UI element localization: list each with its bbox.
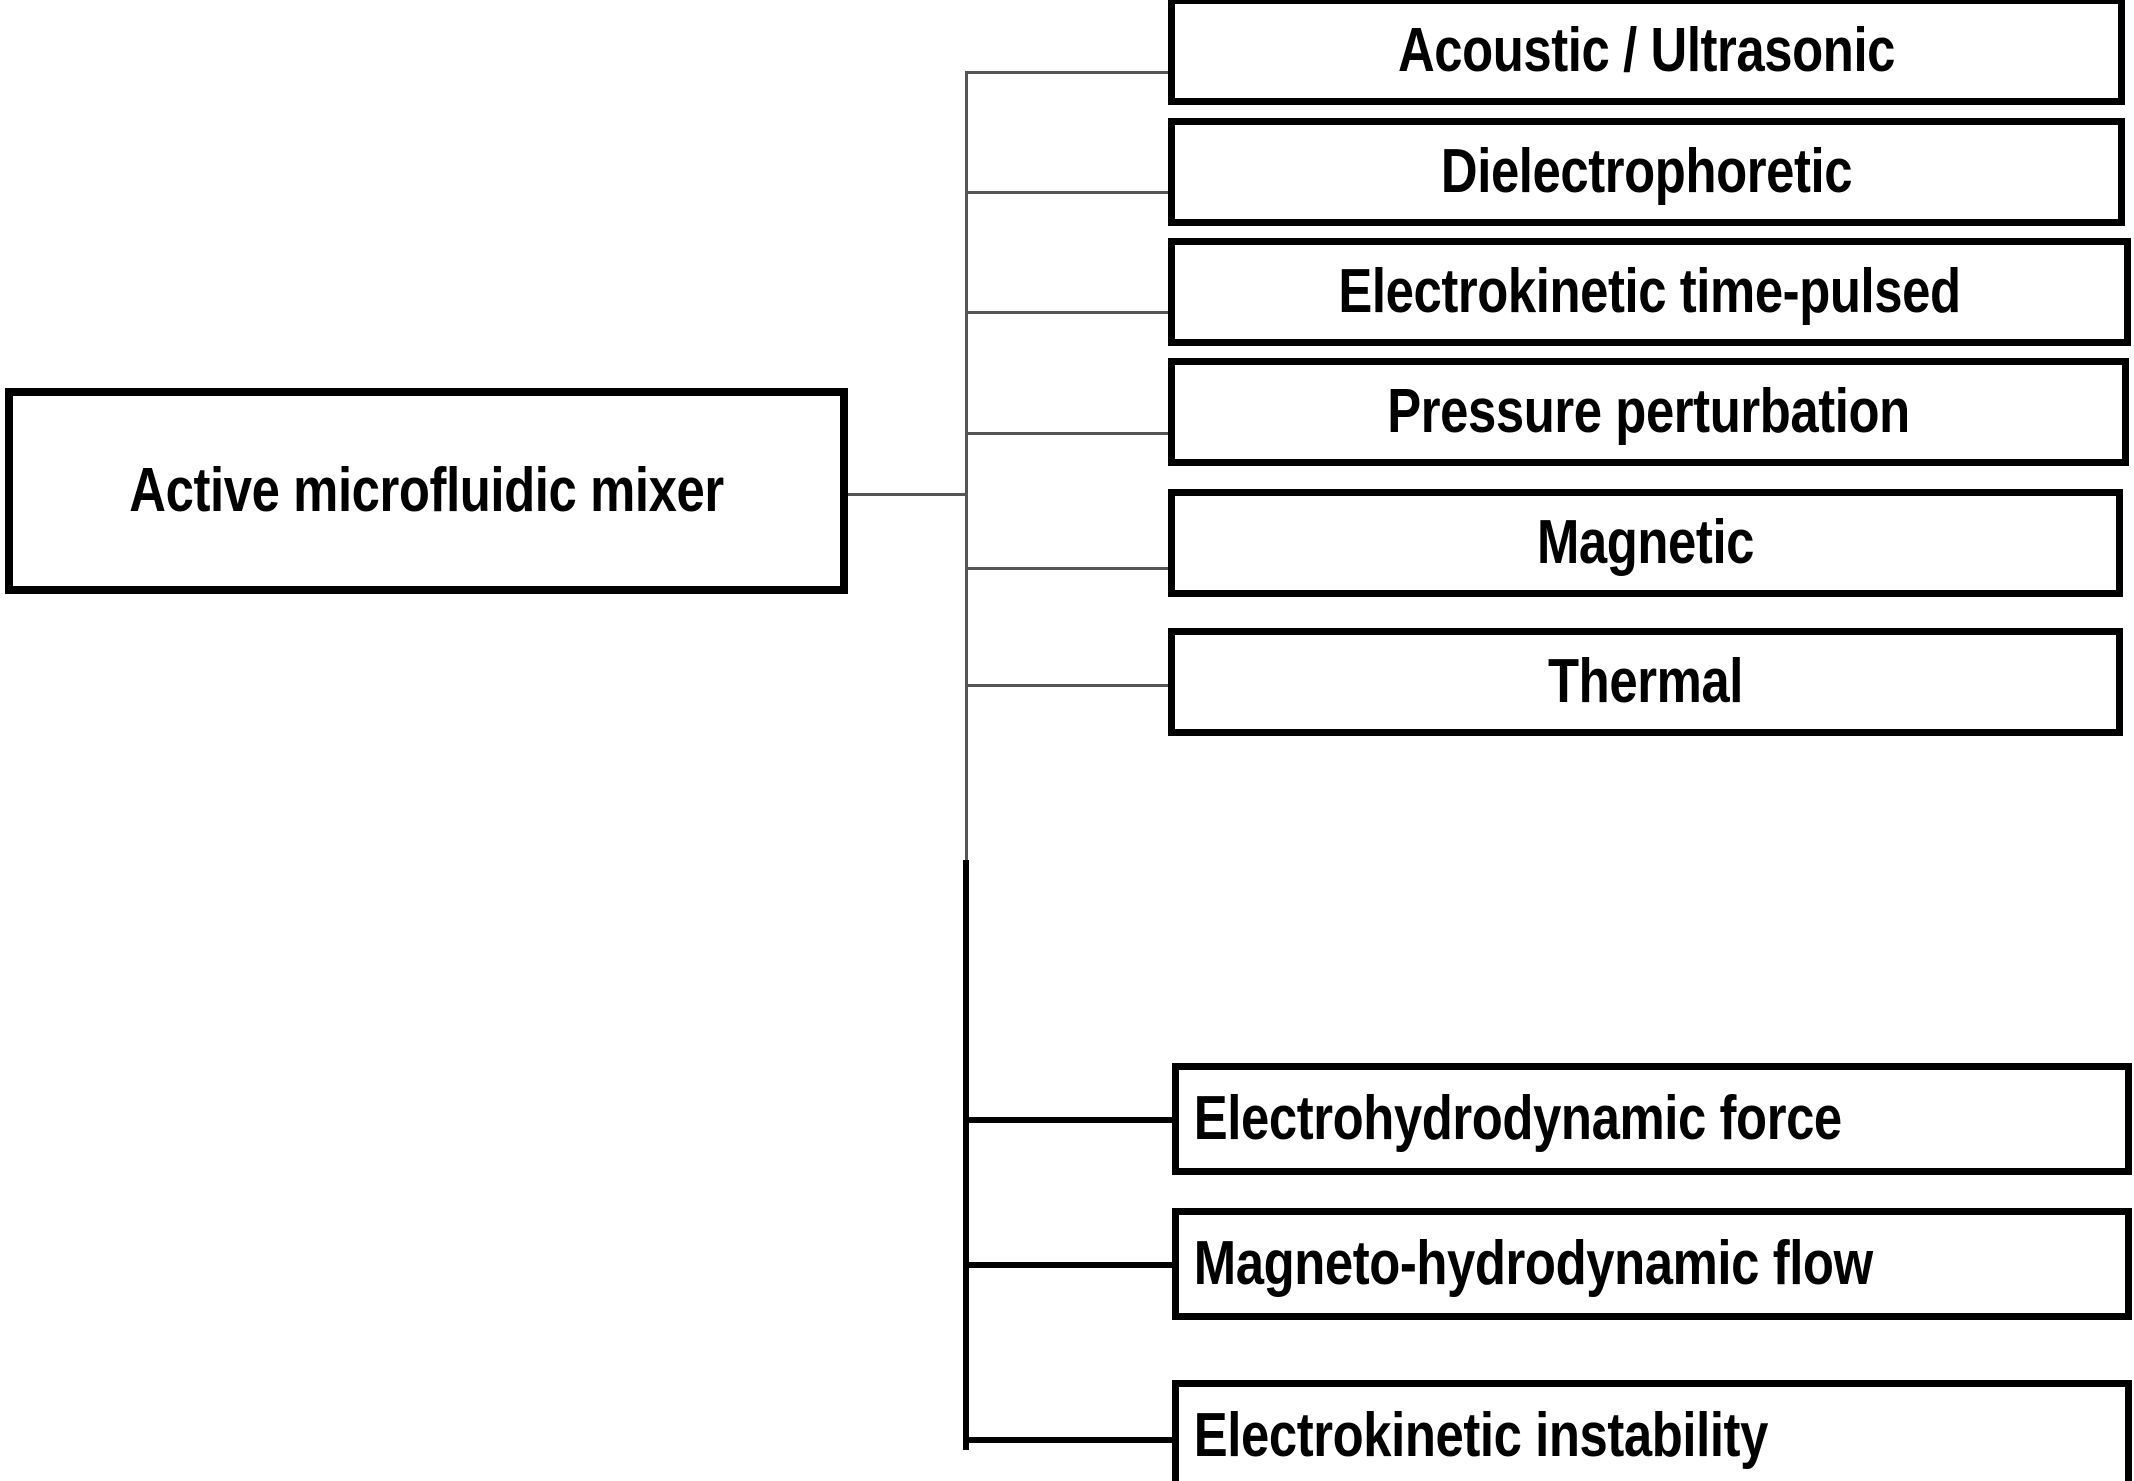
connector-branch-4	[965, 432, 1173, 435]
node-acoustic-ultrasonic[interactable]: Acoustic / Ultrasonic	[1168, 0, 2125, 105]
node-acoustic-ultrasonic-label: Acoustic / Ultrasonic	[1397, 16, 1896, 85]
connector-trunk-upper	[965, 71, 968, 869]
node-pressure-perturbation-label: Pressure perturbation	[1387, 377, 1910, 446]
node-dielectrophoretic[interactable]: Dielectrophoretic	[1168, 118, 2125, 226]
node-magneto-hydrodynamic-flow[interactable]: Magneto-hydrodynamic flow	[1172, 1208, 2132, 1320]
connector-branch-7	[963, 1117, 1175, 1123]
node-magneto-hydrodynamic-flow-label: Magneto-hydrodynamic flow	[1193, 1229, 1873, 1298]
node-electrohydrodynamic-force[interactable]: Electrohydrodynamic force	[1172, 1063, 2132, 1175]
node-magnetic-label: Magnetic	[1536, 508, 1755, 577]
node-dielectrophoretic-label: Dielectrophoretic	[1440, 137, 1853, 206]
connector-root-stub	[848, 493, 968, 496]
node-pressure-perturbation[interactable]: Pressure perturbation	[1168, 358, 2129, 466]
node-electrokinetic-instability[interactable]: Electrokinetic instability	[1172, 1380, 2132, 1481]
node-electrohydrodynamic-force-label: Electrohydrodynamic force	[1193, 1084, 1842, 1153]
connector-trunk-lower	[963, 860, 969, 1450]
connector-branch-6	[965, 684, 1173, 687]
node-magnetic[interactable]: Magnetic	[1168, 489, 2123, 597]
connector-branch-8	[963, 1262, 1175, 1268]
connector-branch-9	[963, 1437, 1175, 1443]
node-electrokinetic-time-pulsed-label: Electrokinetic time-pulsed	[1338, 257, 1961, 326]
node-root-label: Active microfluidic mixer	[129, 456, 724, 525]
connector-branch-2	[965, 191, 1173, 194]
node-thermal[interactable]: Thermal	[1168, 628, 2123, 736]
connector-branch-3	[965, 311, 1173, 314]
node-electrokinetic-instability-label: Electrokinetic instability	[1193, 1401, 1769, 1470]
connector-branch-5	[965, 567, 1173, 570]
connector-branch-1	[965, 71, 1173, 74]
node-thermal-label: Thermal	[1548, 647, 1743, 716]
node-root-active-microfluidic-mixer[interactable]: Active microfluidic mixer	[5, 388, 848, 594]
node-electrokinetic-time-pulsed[interactable]: Electrokinetic time-pulsed	[1168, 238, 2131, 346]
